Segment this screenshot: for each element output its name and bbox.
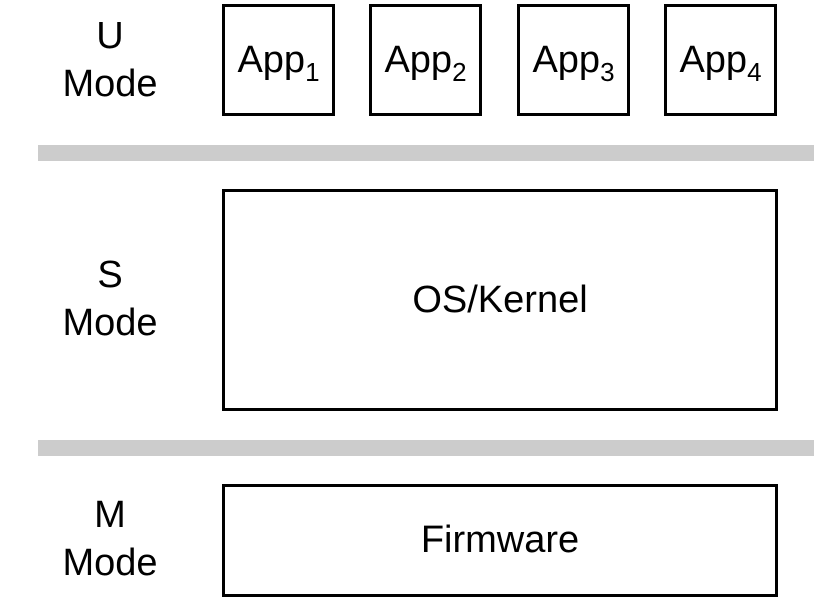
m-mode-word: Mode	[62, 542, 158, 584]
app-1-box: App1	[222, 4, 335, 116]
firmware-label: Firmware	[420, 519, 580, 561]
app-2-label: App2	[384, 38, 467, 87]
s-m-divider	[38, 440, 814, 456]
s-mode-word: Mode	[62, 302, 158, 344]
firmware-box: Firmware	[222, 484, 778, 597]
app-4-box: App4	[664, 4, 777, 116]
app-3-box: App3	[517, 4, 630, 116]
u-mode-label: U Mode	[55, 12, 165, 108]
kernel-box: OS/Kernel	[222, 189, 778, 411]
app-3-label: App3	[532, 38, 615, 87]
s-mode-letter: S	[97, 254, 123, 296]
m-mode-label: M Mode	[55, 491, 165, 587]
u-s-divider	[38, 145, 814, 161]
s-mode-label: S Mode	[55, 251, 165, 347]
u-mode-word: Mode	[62, 63, 158, 105]
app-4-label: App4	[679, 38, 762, 87]
u-mode-letter: U	[96, 15, 124, 57]
app-1-label: App1	[237, 38, 320, 87]
kernel-label: OS/Kernel	[412, 278, 588, 321]
app-2-box: App2	[369, 4, 482, 116]
m-mode-letter: M	[94, 494, 126, 536]
